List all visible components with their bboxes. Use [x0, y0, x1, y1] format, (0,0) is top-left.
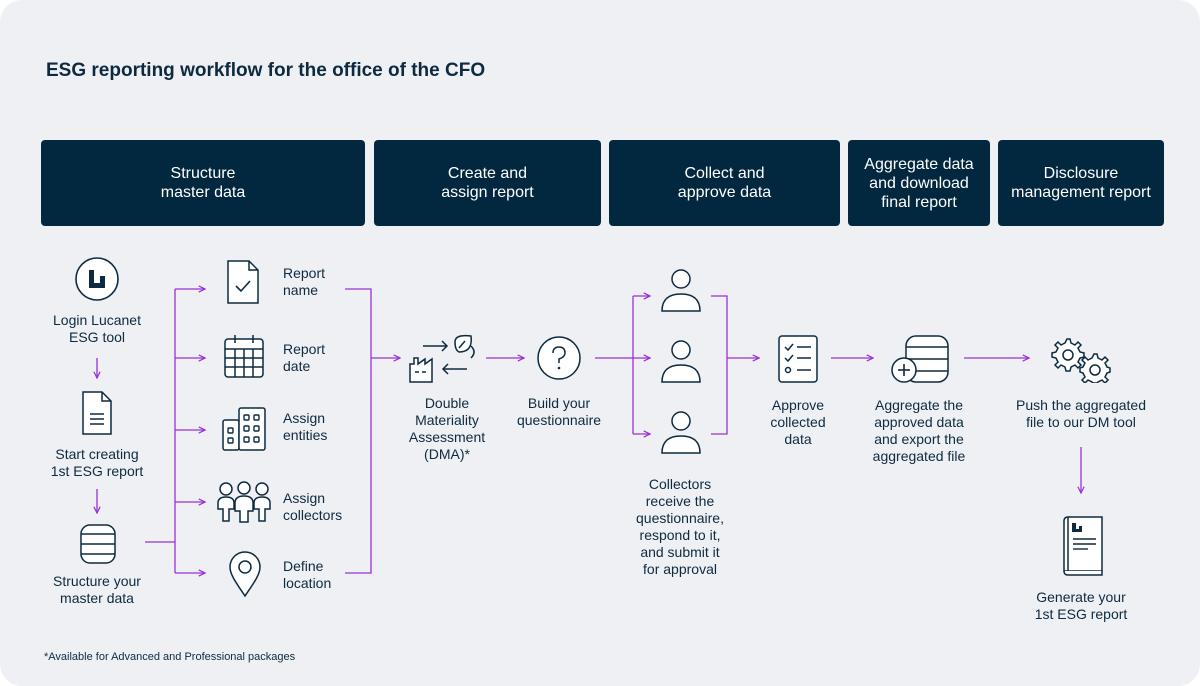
checklist-icon	[777, 334, 819, 384]
team-icon	[215, 481, 273, 523]
step-structure-master-data: Structure your master data	[53, 573, 141, 606]
stage-structure-master-data: Structure master data	[41, 140, 365, 226]
user-icon	[659, 410, 703, 456]
step-collectors: Collectors receive the questionnaire, re…	[636, 476, 724, 577]
step-report-date: Report date	[283, 341, 326, 374]
stage-create-assign-report: Create and assign report	[374, 140, 601, 226]
footnote: *Available for Advanced and Professional…	[44, 651, 296, 663]
user-icon	[659, 339, 703, 385]
entities-grid-icon	[221, 406, 267, 452]
user-icon	[659, 268, 703, 314]
step-start-report: Start creating 1st ESG report	[50, 446, 144, 479]
step-build-questionnaire: Build your questionnaire	[516, 395, 602, 428]
lucanet-logo-icon	[74, 256, 120, 302]
step-aggregate: Aggregate the approved data and export t…	[872, 397, 966, 464]
database-icon	[79, 523, 117, 565]
step-dma: Double Materiality Assessment (DMA)*	[408, 395, 486, 462]
calendar-icon	[223, 333, 265, 379]
line-collectors-fan-in	[711, 295, 728, 435]
step-assign-collectors: Assign collectors	[283, 490, 343, 523]
stage-disclosure-management: Disclosure management report	[998, 140, 1164, 226]
document-icon	[80, 390, 114, 436]
line-fan-in	[345, 288, 372, 574]
step-report-name: Report name	[283, 265, 326, 298]
document-check-icon	[225, 259, 261, 305]
report-book-icon	[1058, 515, 1106, 577]
page-title: ESG reporting workflow for the office of…	[46, 60, 486, 81]
factory-leaf-icon	[407, 334, 479, 386]
database-plus-icon	[890, 334, 950, 386]
gears-icon	[1051, 337, 1111, 383]
stage-collect-approve-data: Collect and approve data	[609, 140, 840, 226]
step-login: Login Lucanet ESG tool	[53, 312, 141, 345]
location-pin-icon	[227, 550, 263, 598]
step-approve: Approve collected data	[770, 397, 826, 447]
stage-aggregate-download: Aggregate data and download final report	[848, 140, 990, 226]
question-icon	[536, 335, 582, 381]
step-define-location: Define location	[283, 558, 332, 591]
step-generate-report: Generate your 1st ESG report	[1034, 589, 1128, 622]
step-push-dm: Push the aggregated file to our DM tool	[1016, 397, 1146, 430]
step-assign-entities: Assign entities	[283, 410, 328, 443]
